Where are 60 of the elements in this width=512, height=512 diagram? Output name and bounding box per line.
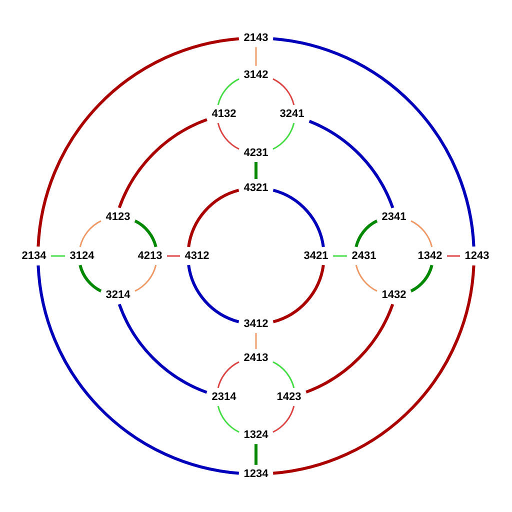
permutation-label: 2143 [241,31,271,45]
connector [272,361,295,388]
connector [272,122,295,150]
permutation-label: 2413 [241,351,271,365]
permutation-label: 3142 [241,68,271,82]
connector [355,264,378,292]
permutation-label: 3124 [67,249,97,263]
permutation-label: 1324 [241,428,271,442]
connector [217,122,240,150]
permutation-label: 1342 [415,249,445,263]
connector [272,265,476,475]
permutation-label: 4312 [182,249,212,263]
connector [217,406,240,433]
permutation-label: 4132 [209,107,239,121]
connector [187,188,240,248]
permutation-label: 1423 [274,390,304,404]
connector [51,255,65,257]
permutation-label: 1243 [462,249,492,263]
connector [217,78,240,106]
connector [333,255,347,257]
permutation-label: 2341 [379,210,409,224]
permutation-label: 3421 [301,249,331,263]
connector [79,220,102,248]
connector [118,118,208,208]
permutation-label: 1432 [379,288,409,302]
permutation-label: 4321 [241,181,271,195]
connector [447,255,460,257]
permutation-label: 4213 [135,249,165,263]
connector [255,333,257,349]
connector [254,162,258,179]
connector [78,264,102,292]
permutation-label: 2431 [349,249,379,263]
connector [134,220,158,248]
connector [272,406,295,433]
connector [272,188,325,248]
connector [217,361,240,388]
connector [272,264,325,324]
connector [306,304,394,394]
connector [354,220,378,248]
connector [187,264,240,324]
permutation-label: 3214 [103,288,133,302]
permutation-label: 2314 [209,390,239,404]
connector [255,47,257,66]
permutation-label: 1234 [241,467,271,481]
connector [254,444,258,465]
connector [36,37,240,247]
connector [308,120,394,208]
permutation-label: 4123 [103,210,133,224]
permutation-label: 2134 [19,249,49,263]
permutation-label: 4231 [241,146,271,160]
permutation-label: 3241 [277,107,307,121]
connector [410,220,433,248]
connector [134,264,157,292]
permutation-label: 3412 [241,317,271,331]
connector [410,264,434,292]
connector [36,265,240,475]
connector [272,78,295,106]
connector [272,37,476,247]
connector [118,304,208,394]
connector [167,255,180,257]
